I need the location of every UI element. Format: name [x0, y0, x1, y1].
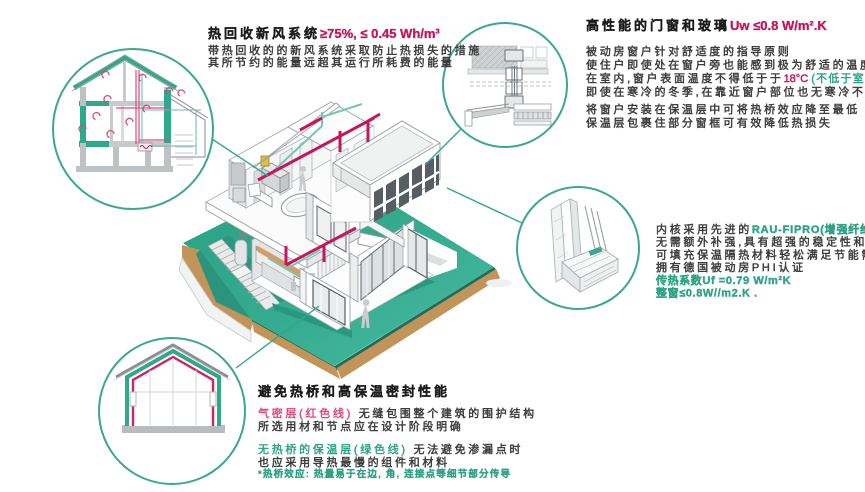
- svg-text:避免热桥和高保温密封性能: 避免热桥和高保温密封性能: [258, 384, 450, 399]
- svg-text:所选用材和节点应在设计阶段明确: 所选用材和节点应在设计阶段明确: [258, 419, 464, 433]
- svg-text:使住户即使处在窗户旁也能感到极为舒适的温度: 使住户即使处在窗户旁也能感到极为舒适的温度: [586, 58, 865, 72]
- svg-text:无热桥的保温层(绿色线) 无法避免渗漏点时: 无热桥的保温层(绿色线) 无法避免渗漏点时: [258, 442, 523, 456]
- svg-text:可填充保温隔热材料轻松满足节能需求: 可填充保温隔热材料轻松满足节能需求: [656, 247, 865, 261]
- svg-text:即使在寒冷的冬季,在靠近窗户部位也无寒冷不适感: 即使在寒冷的冬季,在靠近窗户部位也无寒冷不适感: [586, 85, 865, 99]
- svg-text:*热桥效应: 热量易于在边, 角, 连接点等细节部分传导: *热桥效应: 热量易于在边, 角, 连接点等细节部分传导: [258, 468, 511, 480]
- svg-text:高性能的门窗和玻璃Uw ≤0.8 W/m².K: 高性能的门窗和玻璃Uw ≤0.8 W/m².K: [586, 18, 827, 33]
- svg-text:无需额外补强,具有超强的稳定性和强度: 无需额外补强,具有超强的稳定性和强度: [656, 235, 865, 249]
- svg-text:传热系数Uf =0.79 W/m²K: 传热系数Uf =0.79 W/m²K: [655, 273, 791, 287]
- svg-text:被动房窗户针对舒适度的指导原则: 被动房窗户针对舒适度的指导原则: [586, 44, 792, 58]
- svg-text:也应采用导热最慢的组件和材料: 也应采用导热最慢的组件和材料: [258, 455, 450, 469]
- svg-text:将窗户安装在保温层中可将热桥效应降至最低: 将窗户安装在保温层中可将热桥效应降至最低: [586, 102, 860, 116]
- svg-text:在室内,窗户表面温度不得低于于18°C (不低于室温3 °C: 在室内,窗户表面温度不得低于于18°C (不低于室温3 °C): [586, 71, 865, 85]
- svg-text:气密层(红色线) 无缝包围整个建筑的围护结构: 气密层(红色线) 无缝包围整个建筑的围护结构: [258, 406, 537, 420]
- svg-text:拥有德国被动房PHI认证: 拥有德国被动房PHI认证: [656, 260, 806, 274]
- svg-text:带热回收的的新风系统采取防止热损失的措施: 带热回收的的新风系统采取防止热损失的措施: [208, 43, 482, 57]
- svg-text:热回收新风系统≥75%, ≤ 0.45 Wh/m³: 热回收新风系统≥75%, ≤ 0.45 Wh/m³: [208, 26, 440, 41]
- svg-text:整窗≤0.8W//m2.K .: 整窗≤0.8W//m2.K .: [655, 286, 758, 300]
- svg-text:保温层包裹住部分窗框可有效降低热损失: 保温层包裹住部分窗框可有效降低热损失: [586, 116, 833, 130]
- svg-text:其所节约的能量远超其运行所耗费的能量: 其所节约的能量远超其运行所耗费的能量: [208, 55, 455, 69]
- svg-text:内核采用先进的RAU-FIPRO(增强纤维)材料: 内核采用先进的RAU-FIPRO(增强纤维)材料: [656, 222, 865, 236]
